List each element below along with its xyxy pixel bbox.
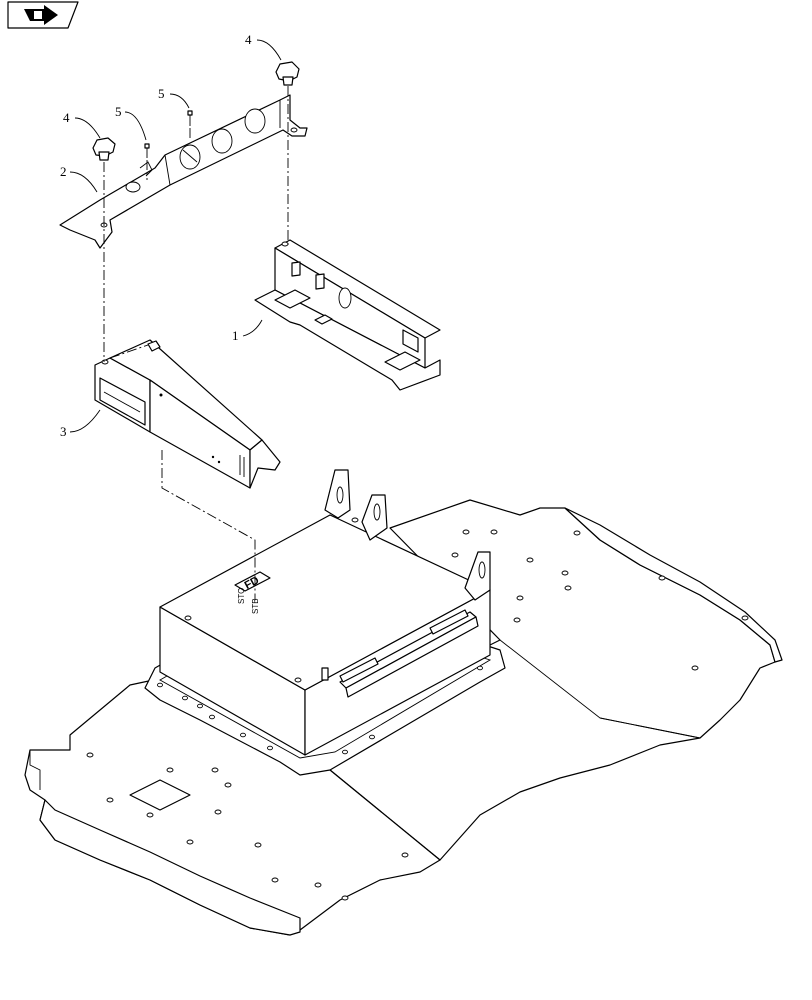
console-base: FD STO STB	[144, 469, 506, 776]
callout-2: 2	[60, 164, 98, 193]
part-3-channel-bracket	[94, 339, 281, 489]
callout-3-label: 3	[60, 424, 67, 439]
callout-2-label: 2	[60, 164, 67, 179]
callout-1-label: 1	[232, 328, 239, 343]
part-2-panel	[59, 94, 308, 249]
callout-3: 3	[60, 409, 101, 439]
callout-4a-label: 4	[63, 110, 70, 125]
callout-4b: 4	[245, 32, 282, 61]
nav-arrow-icon[interactable]	[7, 1, 79, 29]
floor-holes	[86, 529, 749, 901]
callout-5a: 5	[115, 104, 147, 141]
stamp-side-left: STO	[237, 588, 246, 604]
screw-a	[144, 143, 150, 158]
callout-4b-label: 4	[245, 32, 252, 47]
assembly-centerlines	[103, 86, 289, 600]
callout-5a-label: 5	[115, 104, 122, 119]
callout-5b: 5	[158, 86, 190, 109]
callout-5b-label: 5	[158, 86, 165, 101]
part-1-bracket	[254, 239, 441, 391]
callout-1: 1	[232, 319, 263, 343]
knob-right	[275, 61, 300, 86]
callout-4a: 4	[63, 110, 101, 139]
knob-left	[92, 137, 116, 161]
stamp-side-right: STB	[251, 598, 260, 614]
floor-plate	[24, 499, 783, 936]
screw-b	[187, 110, 193, 126]
